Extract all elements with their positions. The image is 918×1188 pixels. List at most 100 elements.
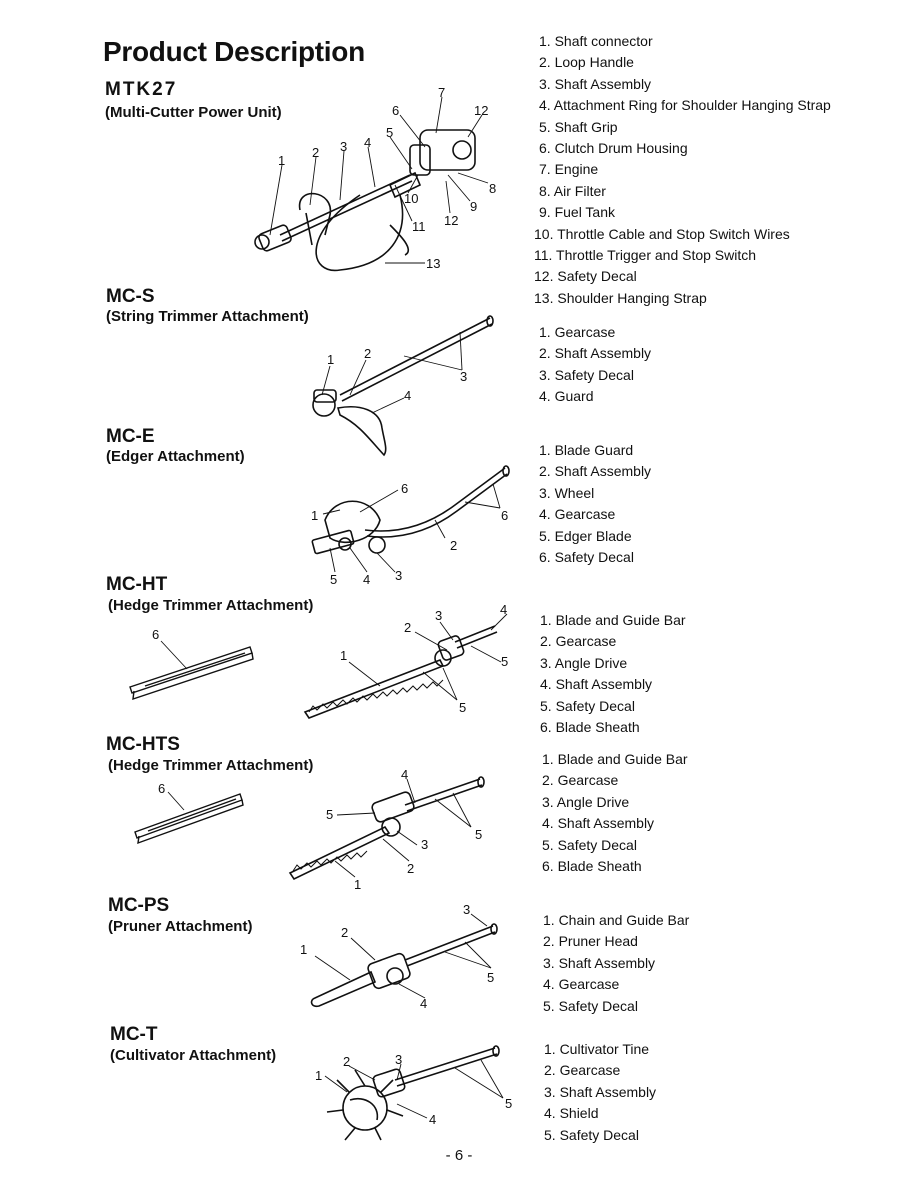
mc-e-edger-illustration: 6 1 6 2 5 4 3	[311, 465, 510, 587]
callout-label: 13	[426, 256, 440, 271]
callout-label: 4	[420, 996, 427, 1011]
callout-label: 1	[315, 1068, 322, 1083]
part-item: 6. Safety Decal	[539, 549, 634, 566]
part-item: 11. Throttle Trigger and Stop Switch	[534, 247, 757, 264]
part-item: 3. Safety Decal	[539, 366, 634, 383]
mc-s-string-trimmer-illustration: 1 2 3 4	[312, 315, 494, 457]
callout-label: 2	[341, 925, 348, 940]
part-item: 4. Shield	[544, 1105, 599, 1122]
part-item: 5. Safety Decal	[542, 836, 637, 853]
part-item: 3. Shaft Assembly	[543, 954, 656, 971]
part-item: 2. Shaft Assembly	[539, 345, 652, 362]
mc-ps-pruner-illustration: 3 2 1 5 4	[300, 902, 498, 1011]
callout-label: 6	[152, 627, 159, 642]
model-heading-mc-s: MC-S	[106, 286, 155, 307]
part-item: 1. Blade and Guide Bar	[542, 751, 688, 767]
parts-list-mc-ht: 1. Blade and Guide Bar 2. Gearcase 3. An…	[540, 610, 686, 738]
callout-label: 2	[450, 538, 457, 553]
part-item: 5. Safety Decal	[540, 697, 635, 714]
part-item: 4. Gearcase	[543, 976, 620, 993]
callout-label: 3	[460, 369, 467, 384]
callout-label: 2	[404, 620, 411, 635]
parts-list-mc-hts: 1. Blade and Guide Bar 2. Gearcase 3. An…	[542, 749, 688, 877]
page-number: - 6 -	[445, 1147, 473, 1164]
part-item: 3. Angle Drive	[542, 793, 630, 810]
model-subtitle-mc-e: (Edger Attachment)	[106, 448, 245, 465]
callout-label: 10	[404, 191, 418, 206]
model-heading-mc-hts: MC-HTS	[106, 734, 180, 755]
callout-label: 5	[487, 970, 494, 985]
parts-list-mc-e: 1. Blade Guard 2. Shaft Assembly 3. Whee…	[539, 440, 651, 568]
callout-label: 12	[444, 213, 458, 228]
callout-label: 9	[470, 199, 477, 214]
callout-label: 6	[501, 508, 508, 523]
mc-t-cultivator-illustration: 2 3 1 5 4	[315, 1045, 512, 1141]
parts-list-mtk27: 1. Shaft connector 2. Loop Handle 3. Sha…	[534, 31, 831, 309]
part-item: 1. Blade and Guide Bar	[540, 612, 686, 628]
part-item: 4. Shaft Assembly	[542, 815, 655, 832]
callout-label: 6	[401, 481, 408, 496]
page-title: Product Description	[103, 36, 365, 67]
part-item: 7. Engine	[539, 161, 599, 178]
model-heading-mtk27: MTK27	[105, 79, 178, 100]
callout-label: 7	[438, 85, 445, 100]
mc-hts-hedge-trimmer-illustration: 4 5 5 3 2 1	[288, 767, 485, 892]
part-item: 2. Gearcase	[542, 772, 619, 789]
part-item: 6. Blade Sheath	[540, 719, 640, 736]
callout-label: 5	[330, 572, 337, 587]
part-item: 5. Edger Blade	[539, 527, 632, 544]
callout-label: 1	[327, 352, 334, 367]
part-item: 1. Chain and Guide Bar	[543, 912, 690, 928]
model-subtitle-mc-s: (String Trimmer Attachment)	[106, 308, 309, 325]
mc-ht-hedge-trimmer-illustration: 3 4 2 1 5 5	[303, 602, 508, 719]
part-item: 12. Safety Decal	[534, 268, 637, 285]
part-item: 13. Shoulder Hanging Strap	[534, 289, 707, 306]
callout-label: 1	[340, 648, 347, 663]
callout-label: 5	[386, 125, 393, 140]
callout-label: 4	[364, 135, 371, 150]
callout-label: 6	[158, 781, 165, 796]
parts-list-mc-t: 1. Cultivator Tine 2. Gearcase 3. Shaft …	[544, 1039, 656, 1146]
callout-label: 3	[340, 139, 347, 154]
model-subtitle-mc-t: (Cultivator Attachment)	[110, 1047, 277, 1064]
callout-label: 3	[395, 1052, 402, 1067]
part-item: 3. Wheel	[539, 484, 595, 501]
part-item: 5. Safety Decal	[544, 1126, 639, 1143]
callout-label: 6	[392, 103, 399, 118]
part-item: 1. Cultivator Tine	[544, 1041, 650, 1057]
callout-label: 1	[278, 153, 285, 168]
parts-list-mc-ps: 1. Chain and Guide Bar 2. Pruner Head 3.…	[543, 910, 689, 1017]
part-item: 4. Gearcase	[539, 506, 616, 523]
callout-label: 2	[407, 861, 414, 876]
part-item: 8. Air Filter	[539, 182, 606, 199]
part-item: 1. Shaft connector	[539, 33, 653, 49]
model-heading-mc-t: MC-T	[110, 1024, 158, 1045]
part-item: 10. Throttle Cable and Stop Switch Wires	[534, 225, 790, 242]
callout-label: 4	[404, 388, 411, 403]
part-item: 2. Gearcase	[540, 633, 617, 650]
mtk27-power-unit-illustration: 1 2 3 4 5 6 7 12 8 9 10 11 12 13	[254, 85, 496, 272]
callout-label: 5	[505, 1096, 512, 1111]
callout-label: 1	[354, 877, 361, 892]
callout-label: 4	[429, 1112, 436, 1127]
callout-label: 4	[500, 602, 507, 617]
mc-ht-blade-sheath-illustration: 6	[129, 627, 254, 701]
part-item: 4. Guard	[539, 388, 594, 405]
part-item: 1. Gearcase	[539, 324, 616, 340]
callout-label: 5	[475, 827, 482, 842]
part-item: 2. Pruner Head	[543, 933, 638, 950]
part-item: 1. Blade Guard	[539, 442, 634, 458]
model-subtitle-mtk27: (Multi-Cutter Power Unit)	[105, 104, 282, 121]
callout-label: 8	[489, 181, 496, 196]
part-item: 5. Safety Decal	[543, 997, 638, 1014]
callout-label: 5	[459, 700, 466, 715]
part-item: 4. Shaft Assembly	[540, 676, 653, 693]
part-item: 6. Blade Sheath	[542, 858, 642, 875]
callout-label: 4	[401, 767, 408, 782]
part-item: 4. Attachment Ring for Shoulder Hanging …	[539, 97, 831, 114]
part-item: 9. Fuel Tank	[539, 204, 616, 221]
parts-list-mc-s: 1. Gearcase 2. Shaft Assembly 3. Safety …	[539, 322, 651, 408]
callout-label: 2	[364, 346, 371, 361]
part-item: 2. Shaft Assembly	[539, 463, 652, 480]
callout-label: 2	[343, 1054, 350, 1069]
